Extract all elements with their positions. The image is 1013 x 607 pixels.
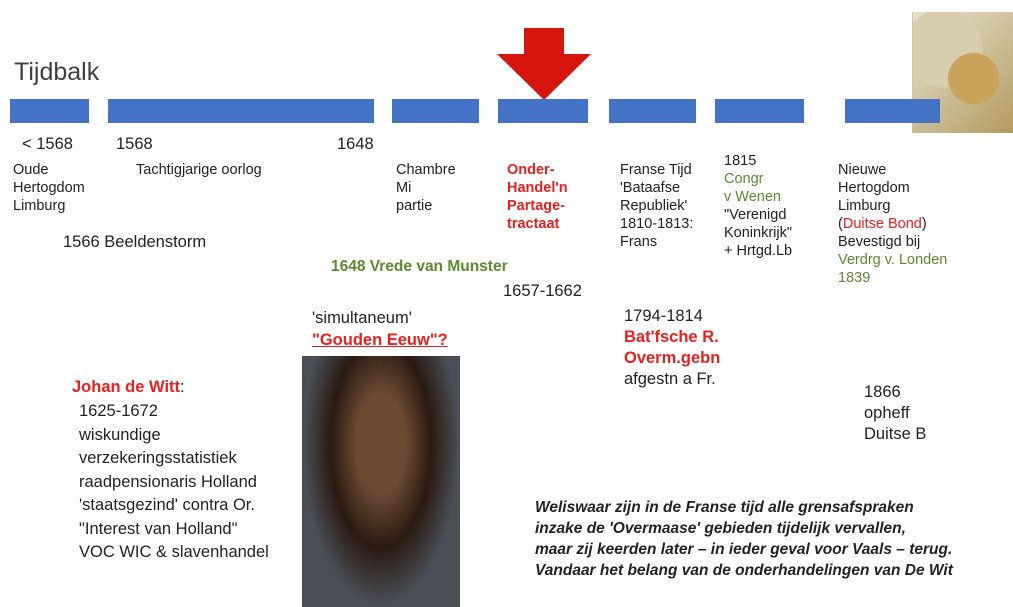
note-text: Weliswaar zijn in de Franse tijd alle gr… [535, 499, 953, 579]
period-label: 1794-1814 Bat'fsche R. Overm.gebn afgest… [624, 307, 721, 388]
timeline-bar [715, 99, 804, 123]
year-label: < 1568 [22, 135, 73, 153]
nieuwe-hertogdom-label: Nieuwe Hertogdom Limburg (Duitse Bond) B… [838, 162, 948, 286]
down-arrow-icon [497, 28, 591, 100]
opheffing-label: 1866 opheff Duitse B [864, 383, 927, 443]
page-title: Tijdbalk [14, 58, 100, 86]
tachtig-label: Tachtigjarige oorlog [136, 162, 262, 178]
year-label: 1657-1662 [503, 282, 582, 300]
year-label: 1648 [337, 135, 374, 153]
timeline-bar [845, 99, 940, 123]
congres-label: 1815 Congr v Wenen "Verenigd Koninkrijk"… [724, 153, 793, 259]
simultaneum-label: 'simultaneum' [312, 309, 412, 327]
timeline-bar [108, 99, 374, 123]
witt-details: 1625-1672 wiskundige verzekeringsstatist… [79, 402, 269, 561]
timeline-bar [392, 99, 479, 123]
timeline-bar [498, 99, 588, 123]
timeline-bar [609, 99, 696, 123]
vrede-label: 1648 Vrede van Munster [331, 258, 508, 275]
gouden-eeuw-label: "Gouden Eeuw"? [312, 331, 448, 349]
timeline-bar [10, 99, 89, 123]
johan-de-witt-portrait [302, 356, 460, 607]
beeldenstorm-label: 1566 Beeldenstorm [63, 233, 207, 251]
year-label: 1568 [116, 135, 153, 153]
witt-heading: Johan de Witt: [72, 378, 185, 396]
